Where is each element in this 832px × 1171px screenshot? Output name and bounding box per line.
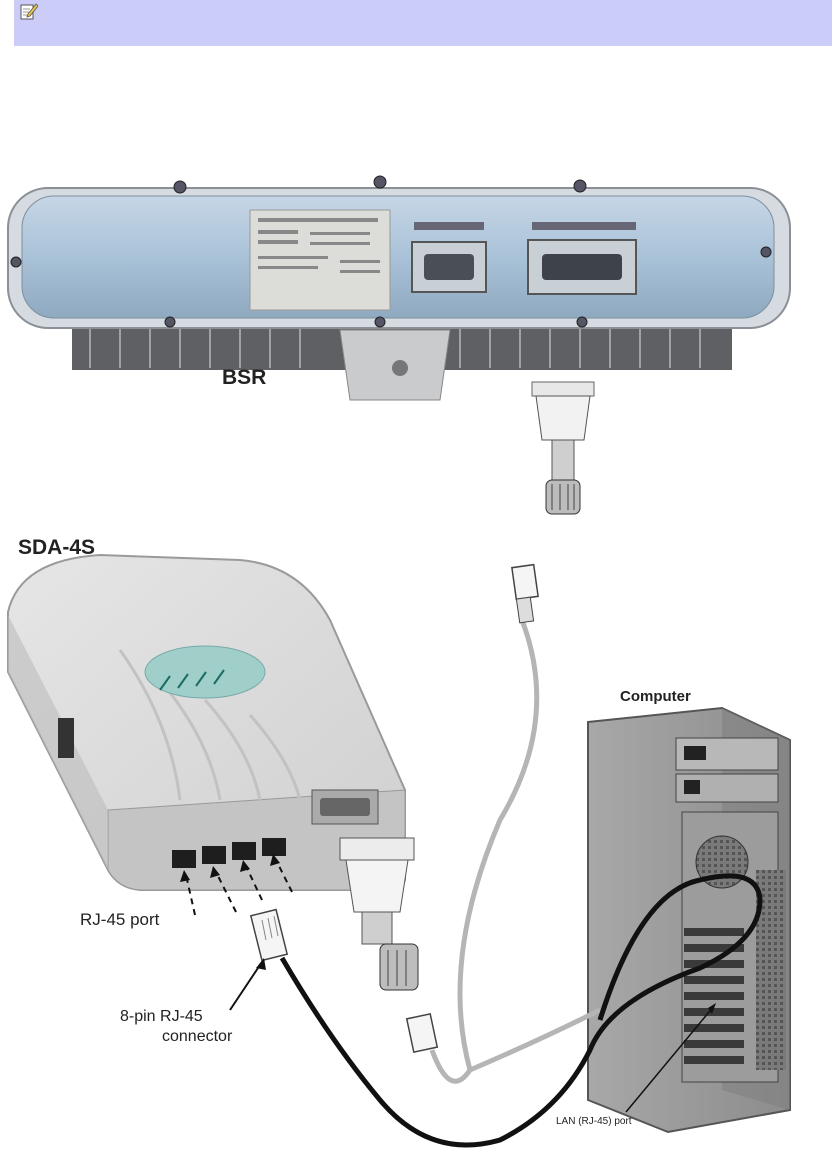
connector-pointer-line <box>230 962 262 1010</box>
computer-tower <box>588 708 790 1132</box>
bsr-device <box>8 176 790 400</box>
lan-port-label: LAN (RJ-45) port <box>556 1116 632 1127</box>
rj45-plug-black <box>251 910 287 961</box>
upper-rj45-plug <box>512 565 538 623</box>
connector-label-line1: 8-pin RJ-45 <box>120 1008 203 1026</box>
sda-cable-adapter <box>340 838 418 990</box>
rj45-port-label: RJ-45 port <box>80 910 159 930</box>
bsr-label: BSR <box>222 366 266 390</box>
gray-ethernet-cable <box>460 620 537 1070</box>
lower-rj45-plug <box>407 1014 438 1052</box>
connector-label-line2: connector <box>162 1028 232 1046</box>
computer-label: Computer <box>620 688 691 705</box>
bsr-face <box>22 196 774 318</box>
sda-label: SDA-4S <box>18 536 95 560</box>
sda-device <box>8 555 405 915</box>
sda-power-jack <box>58 718 74 758</box>
bsr-cable-adapter <box>532 382 594 514</box>
